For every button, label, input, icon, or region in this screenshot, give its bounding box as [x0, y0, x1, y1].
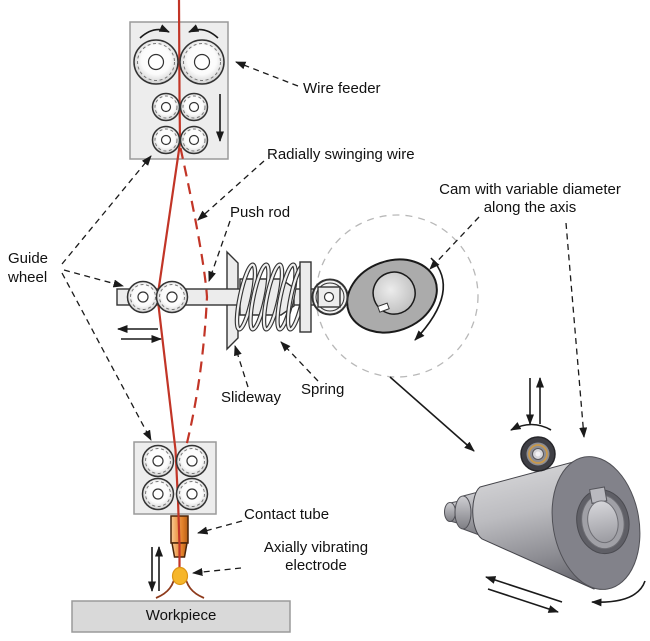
lower-guide-wheels [141, 444, 209, 511]
cam-hub [372, 271, 416, 315]
leader-push-rod [208, 220, 231, 282]
slideway-label: Slideway [221, 389, 282, 406]
guide-wheel-on-rod-right [155, 280, 189, 314]
cam-3d-bore [587, 500, 619, 544]
swinging-wire-label: Radially swinging wire [267, 146, 415, 163]
vibrating-electrode-label: Axially vibrating electrode [263, 539, 369, 574]
leader-guide-wheel-top [61, 155, 152, 265]
roller-rotation-arrow-3d [510, 422, 552, 431]
spring-end-plate [299, 261, 312, 333]
workpiece-label: Workpiece [145, 607, 217, 624]
electrode-droplet [171, 566, 189, 586]
cam-label: Cam with variable diameter along the axi… [439, 181, 621, 216]
axial-motion-arrow-right [487, 588, 559, 613]
roller-rotation-arrow-right [188, 24, 219, 39]
cam-keyway [377, 302, 390, 313]
swinging-wire-dashed [179, 147, 209, 452]
workpiece [71, 600, 291, 633]
feed-roller-medium-2 [179, 92, 209, 122]
axial-motion-arrow-left [485, 576, 563, 603]
follower-roller-3d [520, 436, 556, 472]
feed-roller-medium-4 [179, 125, 209, 155]
cam-3d [444, 377, 646, 613]
leader-guide-wheel-bottom [61, 272, 152, 441]
follower-roller [311, 278, 349, 316]
leader-cam-2d [429, 216, 480, 270]
wire-feeder-label: Wire feeder [303, 80, 381, 97]
spring-label: Spring [301, 381, 345, 398]
cone-rotation-arrow [591, 580, 646, 607]
arrow-to-3d-cam [389, 376, 475, 452]
leader-contact-tube [197, 520, 243, 535]
feed-roller-large-right [179, 39, 225, 85]
leader-wire-feeder [235, 61, 299, 87]
leader-electrode [192, 567, 242, 576]
push-rod-label: Push rod [230, 204, 291, 221]
leader-slideway [234, 345, 249, 388]
guide-wheel-on-rod-left [126, 280, 160, 314]
leader-swinging-wire [197, 160, 265, 221]
feed-roller-large-left [133, 39, 179, 85]
cam-3d-end-face [551, 456, 641, 590]
cam-orbit-circle [315, 214, 479, 378]
feed-roller-medium-3 [151, 125, 181, 155]
feed-roller-medium-1 [151, 92, 181, 122]
leader-cam-3d [565, 222, 588, 438]
leader-guide-wheel-mid [63, 269, 124, 288]
cam-2d [346, 258, 438, 334]
guide-wheel-label: Guide wheel [8, 250, 49, 286]
roller-rotation-arrow-left [139, 24, 170, 39]
leader-spring [280, 341, 319, 382]
contact-tube-label: Contact tube [244, 506, 330, 523]
